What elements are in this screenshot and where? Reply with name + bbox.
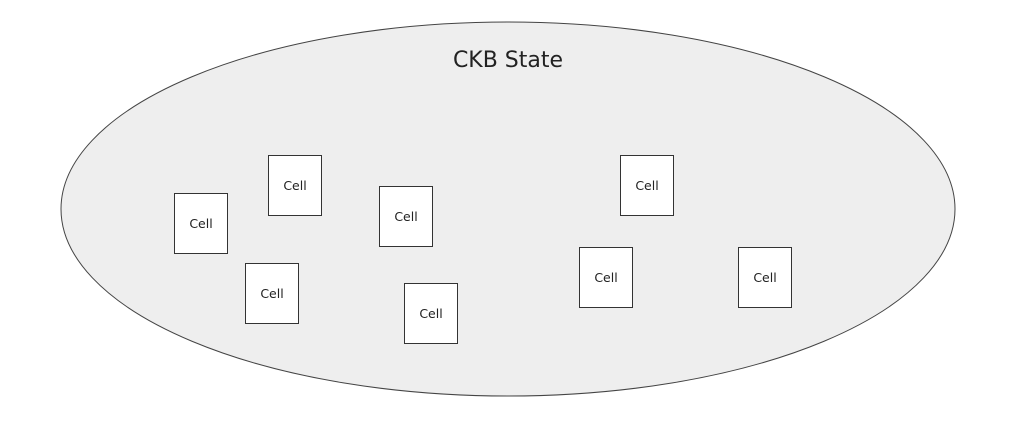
cell-label: Cell xyxy=(635,178,658,193)
cell-box: Cell xyxy=(738,247,792,308)
cell-label: Cell xyxy=(753,270,776,285)
cell-label: Cell xyxy=(260,286,283,301)
cell-box: Cell xyxy=(245,263,299,324)
cell-box: Cell xyxy=(579,247,633,308)
cell-label: Cell xyxy=(394,209,417,224)
cell-box: Cell xyxy=(404,283,458,344)
cell-label: Cell xyxy=(189,216,212,231)
cell-box: Cell xyxy=(620,155,674,216)
cell-box: Cell xyxy=(268,155,322,216)
ckb-state-title: CKB State xyxy=(453,48,563,73)
cell-label: Cell xyxy=(283,178,306,193)
cell-label: Cell xyxy=(419,306,442,321)
cell-label: Cell xyxy=(594,270,617,285)
cell-box: Cell xyxy=(379,186,433,247)
cell-box: Cell xyxy=(174,193,228,254)
